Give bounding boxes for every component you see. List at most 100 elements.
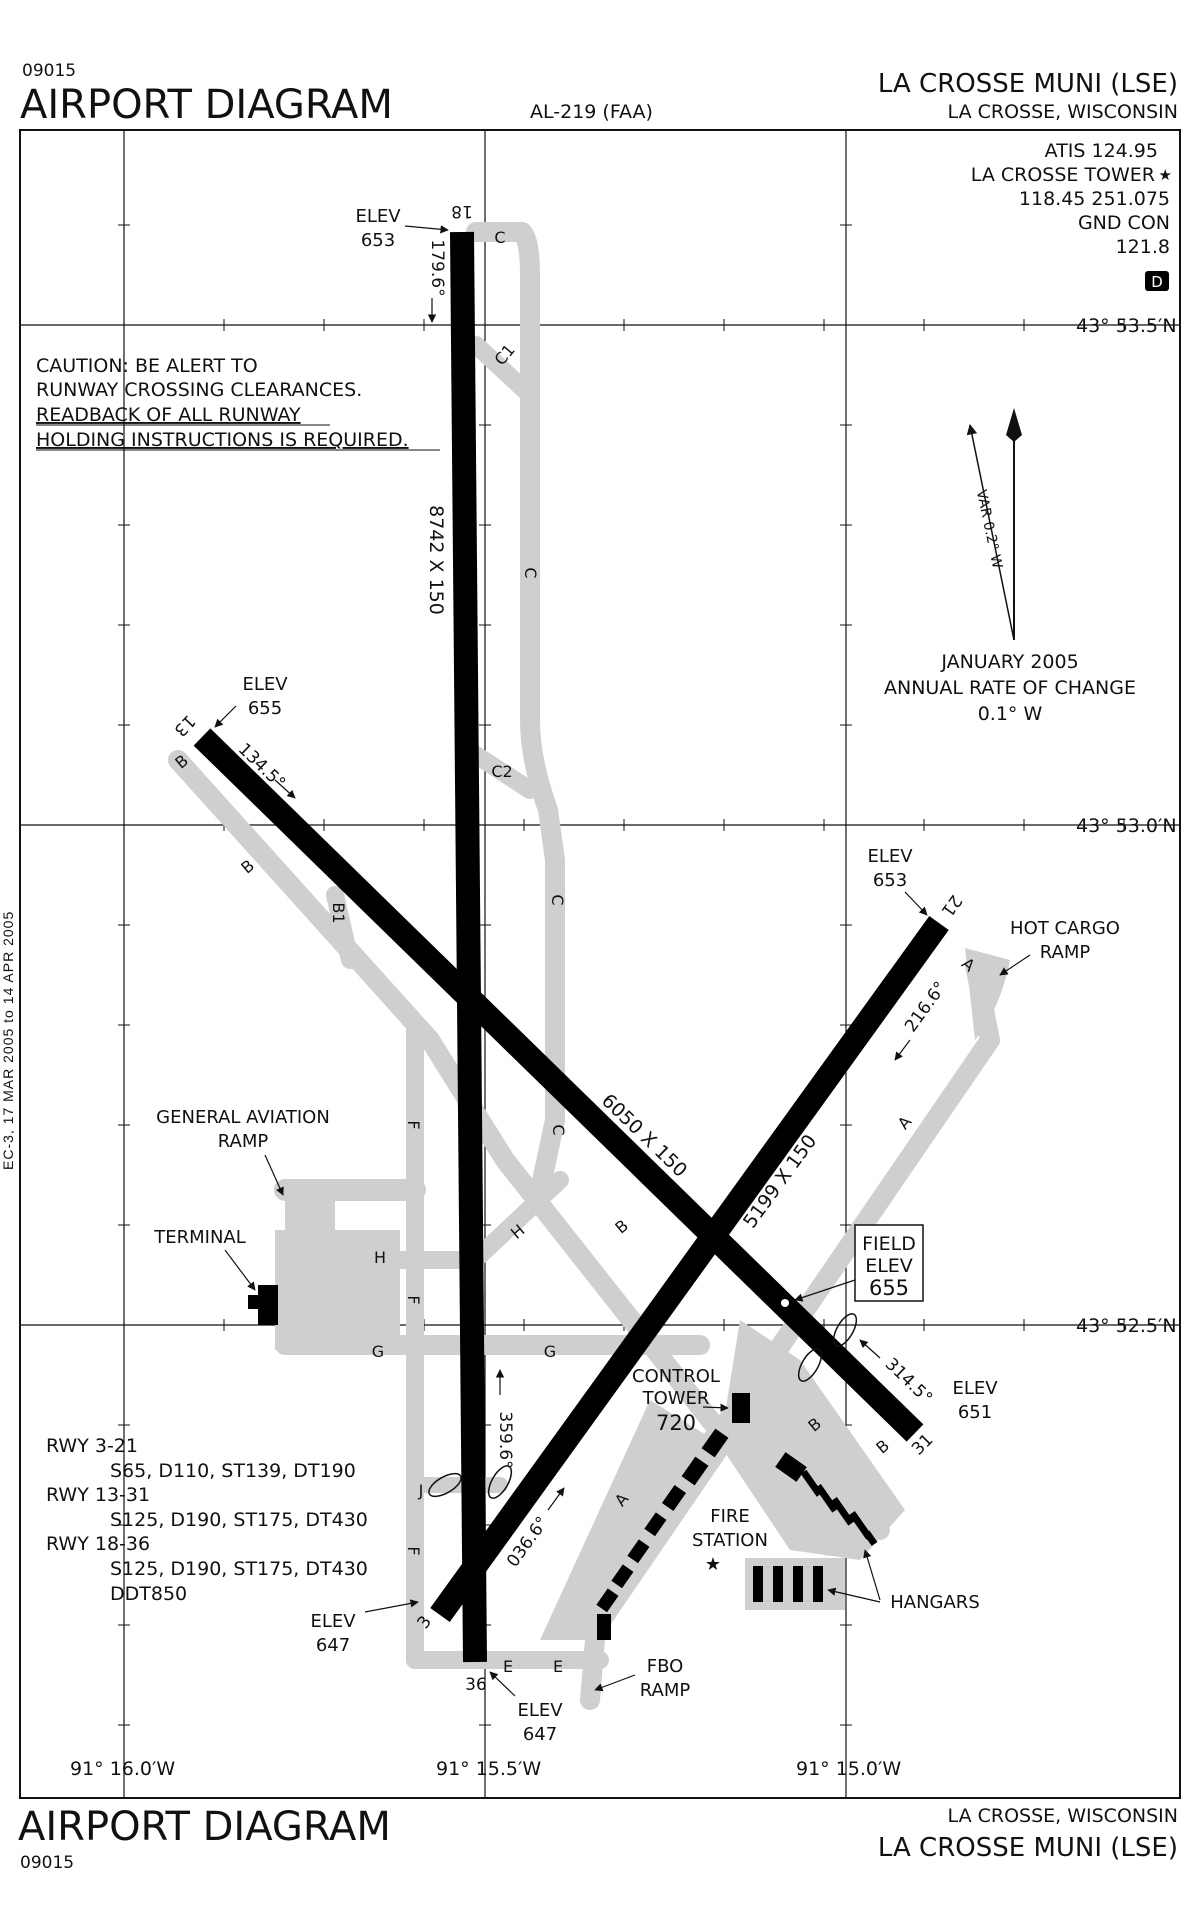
caution-line-2: RUNWAY CROSSING CLEARANCES.	[36, 379, 362, 401]
feature-labels: HOT CARGO RAMP GENERAL AVIATION RAMP TER…	[153, 918, 1120, 1701]
control-tower-label-2: TOWER	[642, 1388, 710, 1409]
lon-label-15-0: 91° 15.0′W	[796, 1758, 901, 1780]
field-elev-line1: FIELD	[862, 1233, 916, 1255]
lat-label-53-5: 43° 53.5′N	[1076, 315, 1177, 337]
hot-cargo-label: HOT CARGO	[1010, 918, 1120, 939]
twy-c-label-4: C	[549, 1124, 568, 1135]
twy-g-label: G	[372, 1342, 384, 1361]
ga-ramp-label: GENERAL AVIATION	[156, 1107, 330, 1128]
lon-label-16-0: 91° 16.0′W	[70, 1758, 175, 1780]
elevations: ELEV 653 ELEV 655 ELEV 653 ELEV 651 ELEV…	[214, 206, 998, 1745]
fire-station-label-2: STATION	[692, 1530, 768, 1551]
rwy-end-18: 18	[451, 201, 473, 221]
grid-labels: 43° 53.5′N 43° 53.0′N 43° 52.5′N 91° 16.…	[70, 315, 1177, 1780]
ga-ramp-label-2: RAMP	[218, 1131, 269, 1152]
twy-f-label: F	[404, 1120, 423, 1129]
rwy-18-36-dims: 8742 X 150	[425, 505, 447, 615]
rwy-18-36-strength-ddt: DDT850	[110, 1583, 187, 1605]
elev-31-label: ELEV	[952, 1378, 998, 1399]
control-tower-label: CONTROL	[632, 1366, 720, 1387]
runways	[193, 231, 949, 1663]
terminal-building	[258, 1285, 278, 1325]
dapt-badge-label: D	[1151, 273, 1163, 291]
rwy-18-36-title: RWY 18-36	[46, 1533, 150, 1555]
comms-block: ATIS 124.95 LA CROSSE TOWER ★ 118.45 251…	[971, 140, 1172, 258]
twy-f-label-2: F	[404, 1295, 423, 1304]
hangars-label: HANGARS	[890, 1592, 980, 1613]
ga-ramp-block	[285, 1180, 335, 1230]
magnetic-north-arrow	[966, 423, 1015, 641]
twy-f-label-3: F	[404, 1546, 423, 1555]
tower-name: LA CROSSE TOWER	[971, 164, 1155, 186]
city-bottom: LA CROSSE, WISCONSIN	[948, 1805, 1178, 1827]
magvar-rate-value: 0.1° W	[978, 703, 1043, 725]
hot-cargo-ramp	[965, 948, 1010, 1040]
hot-cargo-label-2: RAMP	[1040, 942, 1091, 963]
twy-j-label: J	[418, 1481, 424, 1500]
ramps	[275, 948, 1010, 1640]
twy-e-label: E	[503, 1657, 513, 1676]
tower-star-icon: ★	[1159, 166, 1172, 184]
magnetic-variation: VAR 0.2° W JANUARY 2005 ANNUAL RATE OF C…	[884, 408, 1136, 725]
runway-3-21	[430, 915, 949, 1623]
south-hangars	[753, 1566, 823, 1602]
terminal-building-annex	[248, 1295, 258, 1309]
field-elev-line2: ELEV	[865, 1255, 913, 1277]
twy-e-label-2: E	[553, 1657, 563, 1676]
twy-c-label-2: C	[521, 567, 540, 578]
rwy-18-heading: 179.6°	[427, 239, 447, 296]
rwy-3-21-strength: S65, D110, ST139, DT190	[110, 1460, 356, 1482]
rwy-13-31-strength: S125, D190, ST175, DT430	[110, 1509, 368, 1531]
fbo-hangars	[596, 1428, 729, 1640]
rwy-36-heading: 359.6°	[495, 1411, 515, 1468]
twy-b-label-5: B	[872, 1436, 893, 1458]
rwy-end-13: 13	[170, 711, 199, 740]
effective-date-strip: EC-3, 17 MAR 2005 to 14 APR 2005	[0, 910, 14, 1170]
fbo-apron	[540, 1400, 730, 1640]
fbo-ramp-label: FBO	[647, 1656, 684, 1677]
caution-note: CAUTION: BE ALERT TO RUNWAY CROSSING CLE…	[36, 355, 440, 451]
grid-ticks	[118, 224, 1125, 1726]
fire-station-star-icon: ★	[705, 1554, 721, 1575]
field-elevation: FIELD ELEV 655	[781, 1224, 924, 1307]
true-north-head	[1006, 408, 1022, 442]
city-top: LA CROSSE, WISCONSIN	[948, 101, 1178, 123]
twy-b1-label: B1	[329, 902, 348, 923]
chart-title-top: AIRPORT DIAGRAM	[20, 82, 393, 128]
airport-name-top: LA CROSSE MUNI (LSE)	[878, 69, 1178, 99]
control-tower-building	[732, 1393, 750, 1423]
lon-label-15-5: 91° 15.5′W	[436, 1758, 541, 1780]
map-frame	[19, 129, 1181, 1799]
rwy-end-21: 21	[937, 891, 966, 920]
runway-18-36	[450, 231, 487, 1663]
elev-31-value: 651	[958, 1402, 992, 1423]
elev-36-value: 647	[523, 1724, 557, 1745]
field-elev-point	[781, 1299, 789, 1307]
runway-strength-table: RWY 3-21 S65, D110, ST139, DT190 RWY 13-…	[46, 1435, 368, 1605]
east-hangars	[775, 1452, 878, 1547]
lat-label-52-5: 43° 52.5′N	[1076, 1315, 1177, 1337]
magvar-date: JANUARY 2005	[940, 651, 1078, 673]
elev-18-label: ELEV	[355, 206, 401, 227]
rwy-3-21-title: RWY 3-21	[46, 1435, 138, 1457]
rwy-21-heading: 216.6°	[901, 978, 951, 1036]
elev-36-label: ELEV	[517, 1700, 563, 1721]
twy-a-label-2: A	[894, 1112, 916, 1133]
elev-21-label: ELEV	[867, 846, 913, 867]
hot-spots	[428, 1313, 858, 1499]
twy-b-label-3: B	[611, 1216, 632, 1238]
gnd-freq: 121.8	[1116, 236, 1170, 258]
control-tower-elev: 720	[656, 1411, 696, 1435]
gnd-con: GND CON	[1078, 212, 1170, 234]
twy-g-label-2: G	[544, 1342, 556, 1361]
magvar-rate-label: ANNUAL RATE OF CHANGE	[884, 677, 1136, 699]
lat-label-53-0: 43° 53.0′N	[1076, 815, 1177, 837]
rwy-13-31-title: RWY 13-31	[46, 1484, 150, 1506]
atis-freq: ATIS 124.95	[1045, 140, 1158, 162]
rwy-end-36: 36	[465, 1675, 487, 1695]
buildings	[248, 1285, 878, 1640]
terminal-label: TERMINAL	[153, 1227, 246, 1248]
field-elev-value: 655	[869, 1276, 909, 1300]
airport-name-bottom: LA CROSSE MUNI (LSE)	[878, 1833, 1178, 1863]
